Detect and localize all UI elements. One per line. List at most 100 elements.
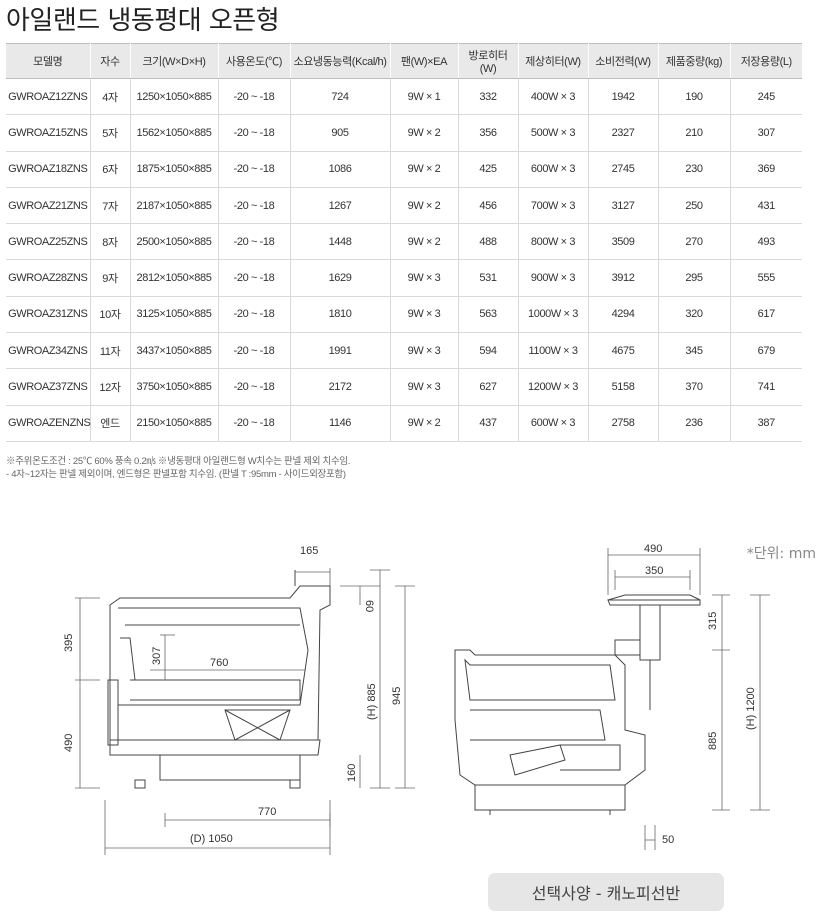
dim-60: 60 (363, 600, 375, 612)
table-cell: 345 (658, 332, 731, 370)
table-cell: 500W × 3 (518, 114, 589, 152)
notes: ※주위온도조건 : 25℃ 60% 풍속 0.2㎧ ※냉동평대 아일랜드형 W치… (6, 455, 350, 481)
table-cell: 3125×1050×885 (130, 296, 219, 334)
table-cell: 2327 (588, 114, 659, 152)
table-cell: 437 (458, 405, 519, 442)
table-cell: -20 ~ -18 (218, 405, 291, 442)
table-cell: -20 ~ -18 (218, 114, 291, 152)
table-cell: 3509 (588, 223, 659, 261)
table-cell: 9W × 2 (390, 405, 459, 442)
table-cell: 8자 (90, 223, 131, 261)
table-cell: 387 (730, 405, 802, 442)
table-cell: -20 ~ -18 (218, 187, 291, 225)
table-cell: 9W × 3 (390, 296, 459, 334)
table-cell: GWROAZ12ZNS (6, 78, 91, 116)
column-header: 제상히터(W) (518, 43, 589, 79)
table-cell: 엔드 (90, 405, 131, 442)
table-cell: 9W × 2 (390, 223, 459, 261)
table-cell: 2172 (290, 368, 391, 406)
table-cell: 370 (658, 368, 731, 406)
table-cell: 3912 (588, 259, 659, 297)
front-view-drawing (454, 594, 701, 815)
table-cell: GWROAZ18ZNS (6, 151, 91, 188)
table-cell: 555 (730, 259, 802, 297)
table-cell: GWROAZ28ZNS (6, 259, 91, 297)
table-cell: 1810 (290, 296, 391, 334)
table-cell: 230 (658, 151, 731, 188)
table-cell: 563 (458, 296, 519, 334)
table-cell: GWROAZ15ZNS (6, 114, 91, 152)
table-cell: 1250×1050×885 (130, 78, 219, 116)
dim-160: 160 (346, 764, 358, 782)
dim-r885: 885 (707, 732, 719, 750)
table-cell: 400W × 3 (518, 78, 589, 116)
table-cell: 800W × 3 (518, 223, 589, 261)
table-cell: 2187×1050×885 (130, 187, 219, 225)
table-cell: 2812×1050×885 (130, 259, 219, 297)
table-cell: 9W × 3 (390, 332, 459, 370)
table-cell: 5자 (90, 114, 131, 152)
table-cell: 3437×1050×885 (130, 332, 219, 370)
table-cell: 456 (458, 187, 519, 225)
column-header: 소비전력(W) (588, 43, 659, 79)
table-cell: 431 (730, 187, 802, 225)
table-cell: 594 (458, 332, 519, 370)
table-cell: 627 (458, 368, 519, 406)
table-cell: 617 (730, 296, 802, 334)
table-cell: 600W × 3 (518, 405, 589, 442)
table-cell: 1629 (290, 259, 391, 297)
dim-770: 770 (258, 806, 276, 818)
dim-885: (H) 885 (366, 683, 378, 720)
table-cell: 6자 (90, 151, 131, 188)
dim-395: 395 (63, 634, 75, 652)
column-header: 크기(W×D×H) (130, 43, 219, 79)
table-cell: 1991 (290, 332, 391, 370)
table-cell: 9자 (90, 259, 131, 297)
table-cell: 3750×1050×885 (130, 368, 219, 406)
table-cell: -20 ~ -18 (218, 259, 291, 297)
table-cell: 2745 (588, 151, 659, 188)
table-cell: 1267 (290, 187, 391, 225)
dim-307: 307 (151, 647, 163, 665)
table-cell: 488 (458, 223, 519, 261)
table-cell: GWROAZ31ZNS (6, 296, 91, 334)
table-cell: 9W × 2 (390, 151, 459, 188)
table-cell: -20 ~ -18 (218, 151, 291, 188)
table-cell: -20 ~ -18 (218, 296, 291, 334)
table-cell: 1200W × 3 (518, 368, 589, 406)
table-cell: 9W × 1 (390, 78, 459, 116)
table-cell: 1086 (290, 151, 391, 188)
table-cell: -20 ~ -18 (218, 332, 291, 370)
column-header: 자수 (90, 43, 131, 79)
note-line: - 4자~12자는 판넬 제외이며, 엔드형은 판넬포함 치수임. (판넬 T … (6, 469, 346, 480)
table-cell: 4675 (588, 332, 659, 370)
column-header: 저장용량(L) (730, 43, 802, 79)
table-cell: 245 (730, 78, 802, 116)
table-cell: 493 (730, 223, 802, 261)
column-header: 소요냉동능력(Kcal/h) (290, 43, 391, 79)
table-cell: 600W × 3 (518, 151, 589, 188)
table-cell: 9W × 2 (390, 114, 459, 152)
table-cell: 320 (658, 296, 731, 334)
table-cell: 7자 (90, 187, 131, 225)
table-cell: 1875×1050×885 (130, 151, 219, 188)
table-cell: -20 ~ -18 (218, 78, 291, 116)
table-cell: 210 (658, 114, 731, 152)
table-cell: 10자 (90, 296, 131, 334)
side-view-drawing (107, 570, 331, 789)
dim-r50: 50 (662, 834, 674, 846)
technical-drawing: 165 60 395 307 760 (H) 885 945 490 160 7… (63, 543, 770, 855)
table-cell: 295 (658, 259, 731, 297)
table-cell: 531 (458, 259, 519, 297)
table-cell: 1000W × 3 (518, 296, 589, 334)
table-cell: GWROAZENZNS (6, 405, 91, 442)
table-cell: 2758 (588, 405, 659, 442)
